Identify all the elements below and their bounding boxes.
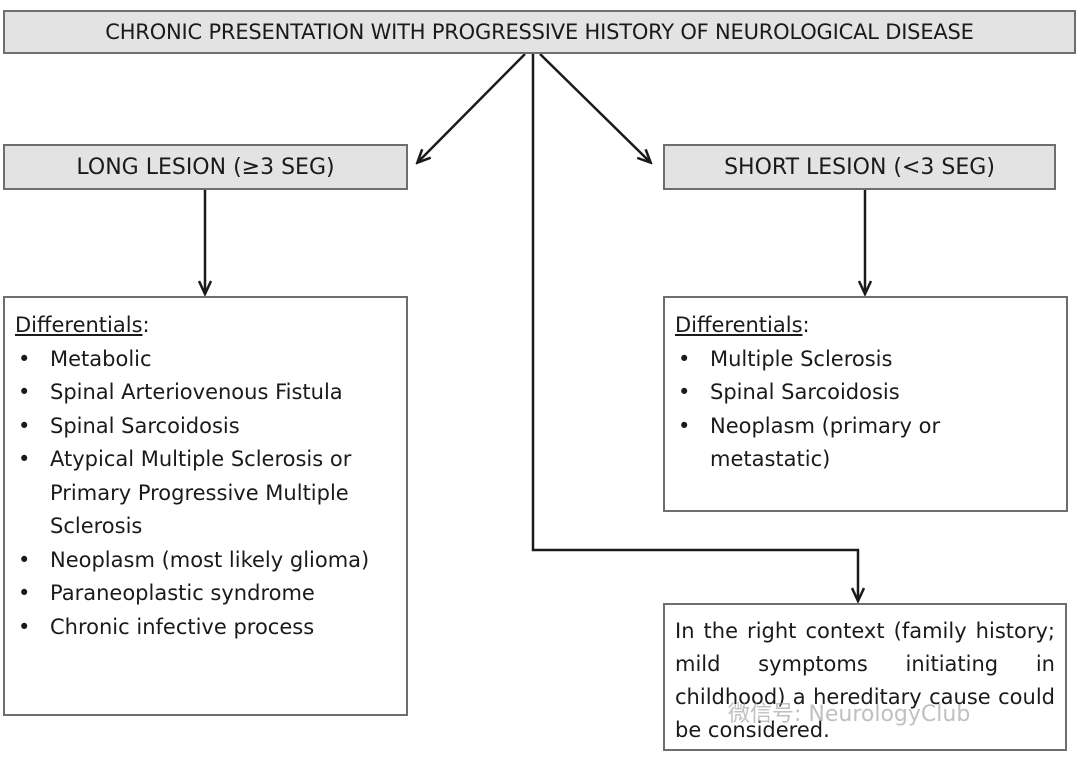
list-item: Metabolic xyxy=(15,343,396,377)
short-lesion-box: SHORT LESION (<3 SEG) xyxy=(663,144,1056,190)
chronic-presentation-label: CHRONIC PRESENTATION WITH PROGRESSIVE HI… xyxy=(105,20,974,44)
short-differentials-heading: Differentials: xyxy=(675,309,1056,343)
chronic-presentation-box: CHRONIC PRESENTATION WITH PROGRESSIVE HI… xyxy=(3,10,1076,54)
long-differentials-heading: Differentials: xyxy=(15,309,396,343)
watermark: 微信号: NeurologyClub xyxy=(728,702,971,727)
list-item: Atypical Multiple Sclerosis or Primary P… xyxy=(15,443,396,544)
short-differentials-list: Multiple Sclerosis Spinal Sarcoidosis Ne… xyxy=(675,343,1056,477)
list-item: Multiple Sclerosis xyxy=(675,343,1056,377)
long-differentials-colon: : xyxy=(142,313,150,337)
short-lesion-differentials-panel: Differentials: Multiple Sclerosis Spinal… xyxy=(663,296,1068,512)
long-lesion-label: LONG LESION (≥3 SEG) xyxy=(76,154,335,180)
list-item: Paraneoplastic syndrome xyxy=(15,577,396,611)
long-differentials-title: Differentials xyxy=(15,313,143,337)
arrow-top-to-long xyxy=(418,53,526,162)
arrow-top-to-short xyxy=(539,53,650,162)
list-item: Neoplasm (primary or metastatic) xyxy=(675,410,1056,477)
short-lesion-label: SHORT LESION (<3 SEG) xyxy=(724,154,995,180)
long-lesion-box: LONG LESION (≥3 SEG) xyxy=(3,144,408,190)
list-item: Neoplasm (most likely glioma) xyxy=(15,544,396,578)
short-differentials-title: Differentials xyxy=(675,313,803,337)
list-item: Spinal Sarcoidosis xyxy=(15,410,396,444)
list-item: Spinal Sarcoidosis xyxy=(675,376,1056,410)
short-differentials-colon: : xyxy=(802,313,810,337)
list-item: Spinal Arteriovenous Fistula xyxy=(15,376,396,410)
hereditary-context-panel: In the right context (family history; mi… xyxy=(663,603,1067,751)
arrow-top-to-context xyxy=(531,54,858,600)
long-lesion-differentials-panel: Differentials: Metabolic Spinal Arteriov… xyxy=(3,296,408,716)
list-item: Chronic infective process xyxy=(15,611,396,645)
hereditary-context-text: In the right context (family history; mi… xyxy=(675,619,1055,742)
long-differentials-list: Metabolic Spinal Arteriovenous Fistula S… xyxy=(15,343,396,645)
